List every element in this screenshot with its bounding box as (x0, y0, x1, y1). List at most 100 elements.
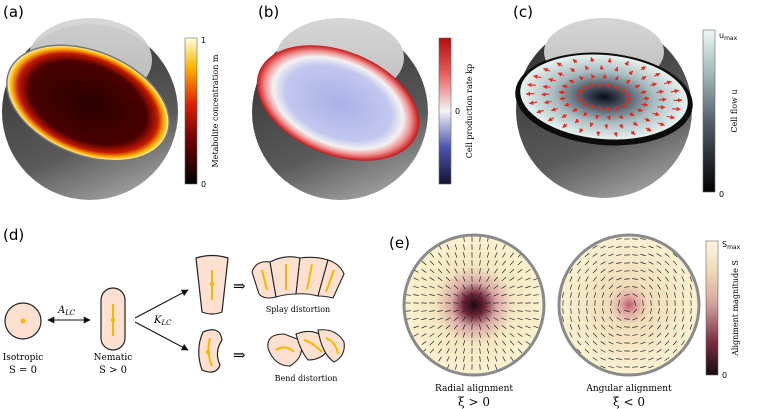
nematic-cell (100, 287, 126, 351)
director-tick (656, 261, 662, 265)
director-tick (584, 348, 590, 354)
angular-label: Angular alignment (585, 384, 672, 394)
director-tick (533, 325, 539, 329)
colorbar-e-title: Alignment magnitude S (731, 260, 740, 357)
flow-arrow (556, 62, 563, 67)
colorbar-e-bottom: 0 (722, 371, 727, 380)
director-tick (494, 268, 498, 274)
director-tick (446, 260, 450, 266)
director-tick (478, 292, 482, 298)
flow-arrow (589, 83, 595, 89)
director-tick (486, 340, 490, 346)
director-tick (494, 356, 498, 362)
director-tick (592, 245, 598, 249)
director-tick (616, 254, 622, 256)
flow-arrow (672, 106, 681, 112)
director-tick (461, 302, 467, 304)
director-tick (632, 342, 638, 344)
director-tick (648, 276, 654, 282)
director-tick (690, 292, 692, 298)
director-tick (446, 340, 450, 346)
panel-c: (c) umax 0 Cell flow u (513, 3, 739, 199)
director-tick (618, 300, 620, 306)
director-tick (501, 268, 507, 274)
colorbar-e-top: Smax (722, 240, 741, 251)
director-tick (593, 284, 597, 290)
flow-arrow (625, 79, 631, 85)
flow-arrow (640, 90, 647, 95)
flow-arrow (603, 124, 609, 129)
director-tick (462, 332, 466, 338)
director-tick (445, 276, 451, 282)
director-tick (673, 332, 677, 338)
director-tick (616, 325, 622, 329)
director-tick (501, 317, 507, 321)
director-tick (479, 268, 481, 274)
director-tick (682, 292, 684, 298)
director-tick (656, 349, 662, 353)
flow-arrow (598, 82, 603, 88)
director-tick (641, 292, 645, 298)
director-tick (494, 244, 498, 250)
director-tick (616, 292, 622, 298)
director-tick (463, 364, 465, 370)
director-tick (608, 261, 614, 265)
director-tick (640, 261, 646, 265)
director-tick (632, 325, 638, 329)
director-tick (437, 340, 443, 346)
flow-arrow (632, 121, 638, 126)
director-tick (477, 301, 483, 305)
director-tick (657, 316, 661, 322)
director-tick (437, 293, 443, 297)
splay-cell (195, 254, 229, 315)
director-tick (501, 293, 507, 297)
director-tick (673, 268, 677, 274)
flow-arrow (542, 84, 551, 90)
director-tick (463, 348, 465, 354)
director-tick (616, 333, 622, 337)
director-tick (600, 253, 606, 257)
director-tick (665, 292, 669, 298)
director-tick (454, 340, 458, 346)
director-tick (517, 348, 523, 354)
director-tick (682, 308, 684, 314)
director-tick (648, 284, 654, 290)
director-tick (577, 276, 581, 282)
director-tick (509, 325, 515, 329)
director-tick (681, 316, 685, 322)
flow-arrow (590, 57, 595, 63)
flow-arrow (547, 117, 555, 122)
director-tick (673, 324, 677, 330)
director-tick (648, 253, 654, 257)
director-tick (562, 292, 564, 298)
director-tick (586, 292, 588, 298)
director-tick (585, 332, 589, 338)
director-tick (486, 268, 490, 274)
director-tick (632, 270, 638, 272)
director-tick (502, 252, 506, 258)
director-tick (525, 325, 531, 329)
director-tick (421, 260, 427, 266)
colorbar-b-mid: 0 (455, 107, 460, 116)
director-tick (494, 260, 498, 266)
director-tick (493, 302, 499, 304)
panel-a: (a) 1 0 Metabolite concentration m (2, 3, 220, 200)
director-tick (576, 260, 582, 266)
flow-arrow (582, 101, 588, 106)
director-tick (641, 308, 645, 314)
director-tick (509, 310, 515, 312)
director-tick (681, 332, 685, 338)
director-tick (429, 268, 435, 274)
director-tick (479, 364, 481, 370)
nematic-condition: S > 0 (99, 365, 127, 376)
colorbar-e: Smax 0 Alignment magnitude S (705, 240, 741, 380)
director-tick (569, 284, 573, 290)
director-tick (657, 324, 661, 330)
director-tick (502, 348, 506, 354)
director-tick (510, 356, 514, 362)
flow-arrow (634, 84, 641, 89)
director-tick (453, 309, 459, 313)
flow-arrow (574, 118, 580, 124)
director-tick (666, 308, 668, 314)
director-tick (463, 244, 465, 250)
